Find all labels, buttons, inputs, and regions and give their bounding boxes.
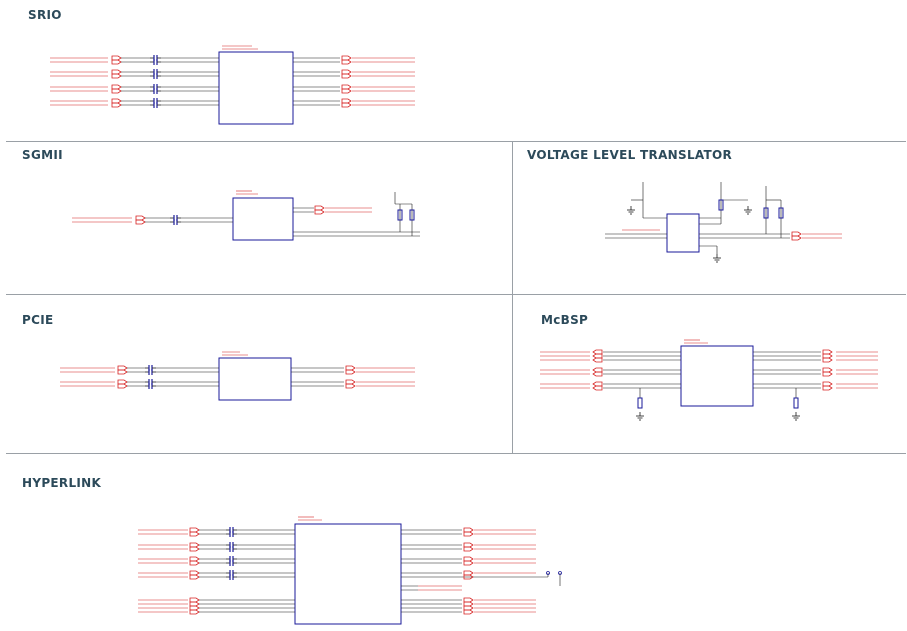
srio-section-title: SRIO bbox=[28, 8, 62, 22]
mcbsp-section-title: McBSP bbox=[541, 313, 589, 327]
divider-pcie-bottom bbox=[6, 453, 906, 454]
sgmii-section-title: SGMII bbox=[22, 148, 63, 162]
hyperlink-diagram bbox=[138, 516, 562, 625]
pcie-diagram bbox=[60, 351, 415, 401]
mcbsp-diagram bbox=[540, 339, 878, 421]
pcie-section-title: PCIE bbox=[22, 313, 54, 327]
divider-srio-bottom bbox=[6, 141, 906, 142]
hyperlink-section-title: HYPERLINK bbox=[22, 476, 102, 490]
sgmii-diagram bbox=[72, 190, 420, 241]
divider-vertical-middle bbox=[512, 141, 513, 453]
voltage-translator-section-title: VOLTAGE LEVEL TRANSLATOR bbox=[527, 148, 733, 162]
divider-sgmii-bottom bbox=[6, 294, 906, 295]
srio-diagram bbox=[50, 45, 415, 125]
voltage-translator-diagram bbox=[605, 182, 842, 263]
